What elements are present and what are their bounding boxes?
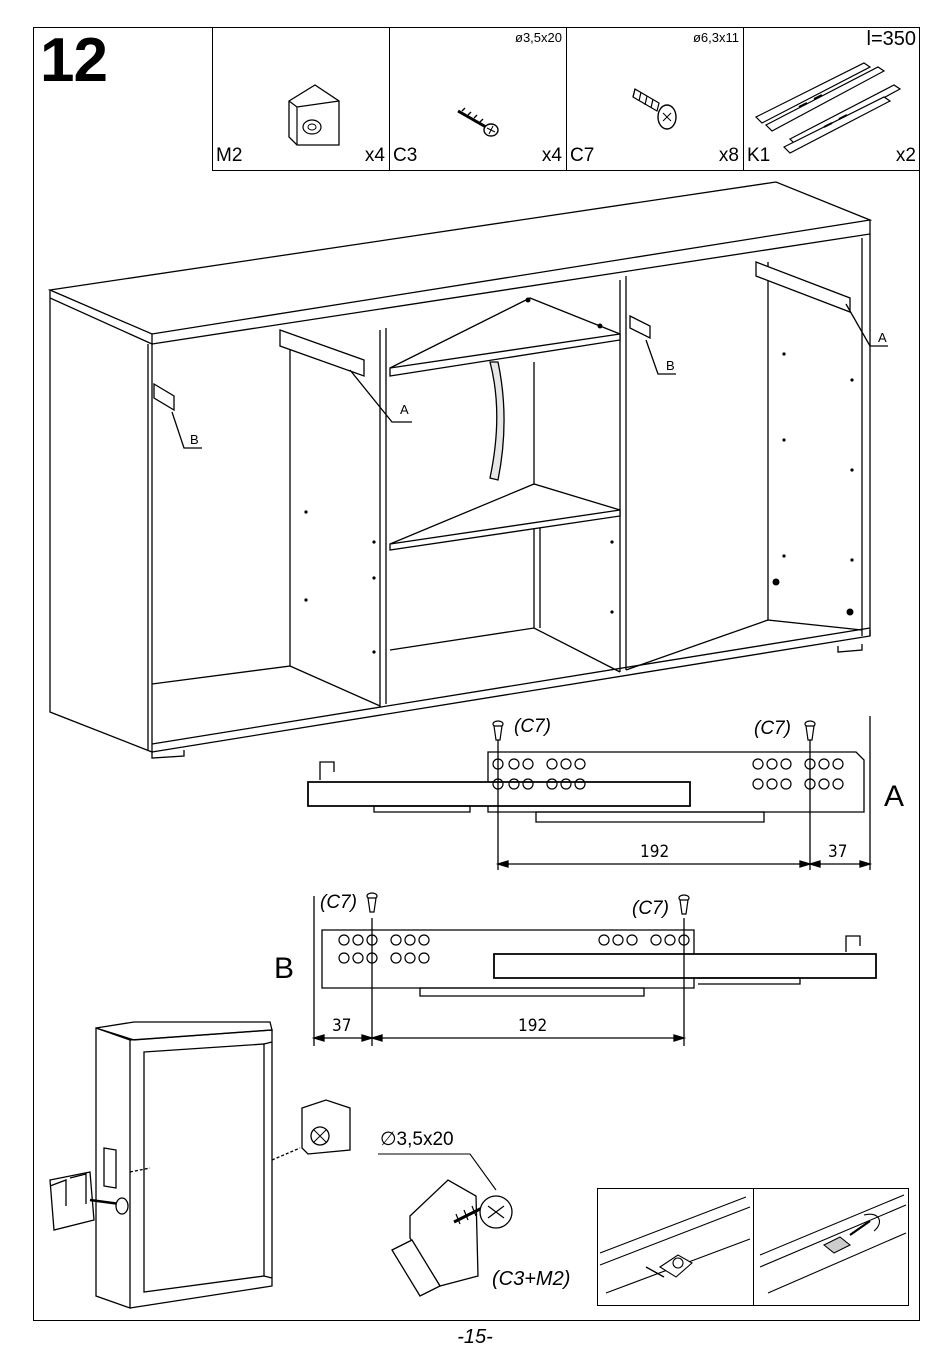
- detail-b-tag-right: (C7): [632, 898, 669, 919]
- detail-a-tag-left: (C7): [514, 716, 551, 737]
- hardware-code: C3: [393, 145, 418, 166]
- step-number: 12: [40, 26, 108, 95]
- screw-spec-label: ∅3,5x20: [380, 1129, 454, 1150]
- detail-a-tag-right: (C7): [754, 718, 791, 739]
- bracket-placement-right-icon: [759, 1194, 906, 1294]
- detail-a-dim-main: 192: [640, 842, 670, 862]
- callout-a-left: A: [400, 402, 409, 417]
- combo-label: (C3+M2): [492, 1268, 571, 1290]
- hardware-qty: x4: [541, 145, 562, 166]
- detail-b-tag-left: (C7): [320, 892, 357, 913]
- hardware-spec: ø3,5x20: [515, 30, 562, 45]
- callout-b-right: B: [666, 358, 675, 373]
- callout-b-left: B: [190, 432, 199, 447]
- page-frame: [33, 27, 920, 1321]
- wood-screw-icon: [457, 107, 499, 137]
- hardware-cell-c7: ø6,3x11 C7 x8: [567, 27, 744, 170]
- page-number: -15-: [457, 1326, 493, 1348]
- detail-b-dim-end: 37: [332, 1016, 352, 1036]
- detail-b-letter: B: [274, 952, 295, 985]
- hardware-spec: l=350: [866, 28, 917, 50]
- detail-b-dim-main: 192: [518, 1016, 548, 1036]
- hardware-spec: ø6,3x11: [692, 30, 739, 45]
- hardware-cell-c3: ø3,5x20 C3 x4: [390, 27, 567, 170]
- hardware-code: C7: [570, 145, 595, 166]
- detail-a-letter: A: [884, 780, 905, 813]
- hardware-code: K1: [747, 145, 771, 166]
- detail-a-dim-end: 37: [828, 842, 848, 862]
- inset-left: [598, 1189, 754, 1305]
- hardware-code: M2: [216, 145, 243, 166]
- hardware-cell-k1: l=350 K1 x2: [744, 27, 920, 170]
- inset-right: [754, 1189, 909, 1305]
- hardware-cell-m2: M2 x4: [213, 27, 390, 170]
- euro-screw-icon: [632, 88, 677, 130]
- corner-bracket-icon: [288, 84, 340, 146]
- bracket-placement-left-icon: [599, 1196, 751, 1294]
- drawer-runner-icon: [754, 62, 902, 154]
- callout-a-right: A: [878, 330, 887, 345]
- hardware-qty: x8: [718, 145, 739, 166]
- hardware-qty: x4: [364, 145, 385, 166]
- hardware-qty: x2: [895, 145, 916, 166]
- hardware-table: M2 x4 ø3,5x20 C3 x4 ø6,3x11 C7 x8: [212, 27, 920, 171]
- bracket-placement-insets: [597, 1188, 909, 1306]
